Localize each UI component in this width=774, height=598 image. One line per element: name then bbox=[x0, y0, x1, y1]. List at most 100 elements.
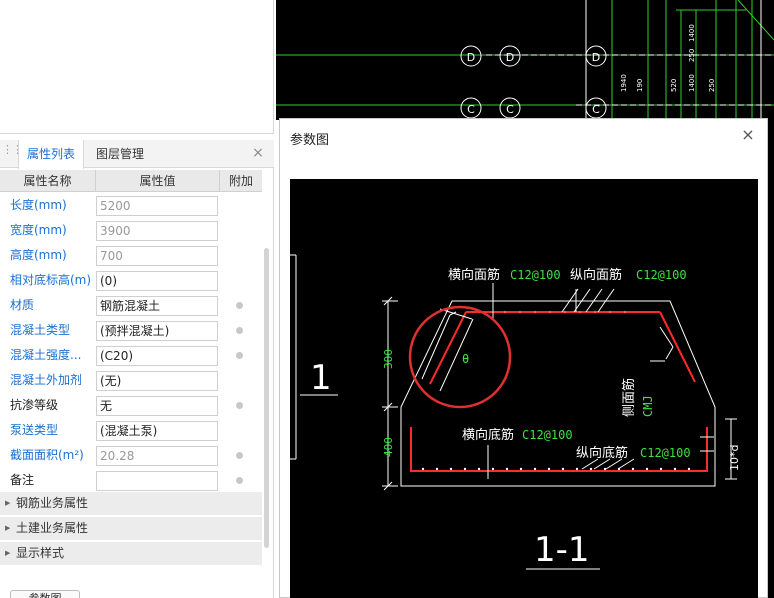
property-table-header: 属性名称 属性值 附加 bbox=[0, 170, 262, 192]
parameter-drawing-svg: 1 300 400 10*d bbox=[290, 254, 741, 570]
label-top-longitudinal: 纵向面筋 bbox=[570, 267, 622, 283]
label-bottom-transverse-spec: C12@100 bbox=[522, 428, 573, 442]
attach-checkbox[interactable] bbox=[236, 352, 243, 359]
svg-text:1400: 1400 bbox=[688, 24, 696, 42]
svg-text:1940: 1940 bbox=[620, 74, 628, 92]
close-icon[interactable]: × bbox=[741, 125, 755, 144]
property-name: 高度(mm) bbox=[10, 248, 67, 262]
label-side: 侧面筋 bbox=[621, 378, 637, 417]
property-groups: ▶ 钢筋业务属性 ▶ 土建业务属性 ▶ 显示样式 bbox=[0, 492, 262, 567]
top-rebar-right-slope bbox=[659, 311, 696, 383]
svg-text:250: 250 bbox=[688, 49, 696, 62]
table-row: 混凝土类型 (预拌混凝土) bbox=[0, 318, 262, 343]
property-name: 混凝土外加剂 bbox=[10, 373, 83, 387]
group-display-style[interactable]: ▶ 显示样式 bbox=[0, 542, 262, 565]
svg-text:D: D bbox=[592, 51, 600, 64]
property-value-input[interactable] bbox=[96, 471, 218, 491]
property-name: 长度(mm) bbox=[10, 198, 67, 212]
property-value-input[interactable]: 无 bbox=[96, 396, 218, 416]
property-value-input[interactable]: (无) bbox=[96, 371, 218, 391]
property-value-input[interactable]: 5200 bbox=[96, 196, 218, 216]
property-value-input[interactable]: (0) bbox=[96, 271, 218, 291]
label-side-spec: CMJ bbox=[641, 395, 655, 417]
attach-checkbox[interactable] bbox=[236, 302, 243, 309]
tab-property-list[interactable]: 属性列表 bbox=[18, 140, 85, 169]
parameter-diagram-dialog: 参数图 × 1 300 40 bbox=[279, 118, 768, 598]
svg-text:C: C bbox=[467, 103, 475, 116]
cad-drawing: D D D C C C 1940 190 1400 520 1400 250 2… bbox=[276, 0, 774, 120]
table-row: 宽度(mm) 3900 bbox=[0, 218, 262, 243]
section-number-left: 1 bbox=[310, 358, 332, 398]
svg-text:D: D bbox=[467, 51, 475, 64]
property-name: 泵送类型 bbox=[10, 423, 59, 437]
group-civil-properties[interactable]: ▶ 土建业务属性 bbox=[0, 517, 262, 540]
property-name: 相对底标高(m) bbox=[10, 273, 92, 287]
property-value-input[interactable]: (预拌混凝土) bbox=[96, 321, 218, 341]
grid-bubble-d1 bbox=[460, 45, 482, 67]
bottom-rebar bbox=[410, 427, 708, 472]
grid-bubble-d2 bbox=[499, 45, 521, 67]
svg-text:D: D bbox=[506, 51, 514, 64]
blank-upper-panel bbox=[0, 0, 274, 134]
property-name: 混凝土类型 bbox=[10, 323, 71, 337]
property-name: 混凝土强度... bbox=[10, 348, 82, 362]
property-name: 宽度(mm) bbox=[10, 223, 67, 237]
header-property-name: 属性名称 bbox=[0, 170, 96, 192]
panel-scrollbar[interactable] bbox=[262, 248, 270, 598]
property-name: 材质 bbox=[10, 298, 35, 312]
label-bottom-longitudinal: 纵向底筋 bbox=[576, 445, 628, 461]
table-row: 泵送类型 (混凝土泵) bbox=[0, 418, 262, 443]
dim-10d: 10*d bbox=[728, 445, 741, 471]
angle-mark: θ bbox=[462, 352, 469, 366]
properties-panel: ⋮⋮ 属性列表 图层管理 × 属性名称 属性值 附加 长度(mm) 5200 宽… bbox=[0, 140, 274, 598]
highlight-circle bbox=[408, 305, 512, 409]
table-row: 混凝土外加剂 (无) bbox=[0, 368, 262, 393]
property-value-input[interactable]: 20.28 bbox=[96, 446, 218, 466]
dim-300: 300 bbox=[382, 349, 395, 369]
property-value-input[interactable]: (C20) bbox=[96, 346, 218, 366]
attach-checkbox[interactable] bbox=[236, 452, 243, 459]
property-name: 抗渗等级 bbox=[10, 398, 59, 412]
property-value-input[interactable]: 700 bbox=[96, 246, 218, 266]
table-row: 截面面积(m²) 20.28 bbox=[0, 443, 262, 468]
section-title: 1-1 bbox=[534, 530, 590, 570]
group-rebar-properties[interactable]: ▶ 钢筋业务属性 bbox=[0, 492, 262, 515]
table-row: 高度(mm) 700 bbox=[0, 243, 262, 268]
property-value-input[interactable]: (混凝土泵) bbox=[96, 421, 218, 441]
property-value-input[interactable]: 钢筋混凝土 bbox=[96, 296, 218, 316]
expand-triangle-icon: ▶ bbox=[5, 549, 11, 557]
property-name: 备注 bbox=[10, 473, 35, 487]
table-row: 长度(mm) 5200 bbox=[0, 193, 262, 218]
label-bottom-longitudinal-spec: C12@100 bbox=[640, 446, 691, 460]
label-bottom-transverse: 横向底筋 bbox=[462, 427, 514, 443]
scrollbar-thumb[interactable] bbox=[264, 248, 269, 548]
parameter-diagram-button[interactable]: 参数图 bbox=[10, 590, 80, 598]
cap-outline bbox=[400, 300, 716, 487]
panel-tabbar: ⋮⋮ 属性列表 图层管理 × bbox=[0, 140, 274, 169]
expand-triangle-icon: ▶ bbox=[5, 524, 11, 532]
tab-layer-management[interactable]: 图层管理 bbox=[96, 147, 145, 161]
table-row: 抗渗等级 无 bbox=[0, 393, 262, 418]
label-top-transverse: 横向面筋 bbox=[448, 267, 500, 283]
attach-checkbox[interactable] bbox=[236, 402, 243, 409]
table-row: 备注 bbox=[0, 468, 262, 493]
parameter-drawing: 1 300 400 10*d bbox=[290, 179, 758, 598]
header-extra: 附加 bbox=[228, 174, 253, 188]
drag-grip-icon[interactable]: ⋮⋮ bbox=[2, 143, 23, 156]
attach-checkbox[interactable] bbox=[236, 327, 243, 334]
svg-text:520: 520 bbox=[670, 79, 678, 92]
svg-text:C: C bbox=[506, 103, 514, 116]
close-icon[interactable]: × bbox=[252, 145, 264, 161]
property-value-input[interactable]: 3900 bbox=[96, 221, 218, 241]
svg-text:250: 250 bbox=[708, 79, 716, 92]
property-table: 长度(mm) 5200 宽度(mm) 3900 高度(mm) 700 相对底标高… bbox=[0, 193, 262, 493]
attach-checkbox[interactable] bbox=[236, 477, 243, 484]
cad-viewport-edge bbox=[768, 120, 774, 598]
label-top-transverse-spec: C12@100 bbox=[510, 268, 561, 282]
dialog-title: 参数图 bbox=[290, 133, 330, 148]
expand-triangle-icon: ▶ bbox=[5, 499, 11, 507]
table-row: 混凝土强度... (C20) bbox=[0, 343, 262, 368]
cad-viewport[interactable]: D D D C C C 1940 190 1400 520 1400 250 2… bbox=[276, 0, 774, 120]
table-row: 材质 钢筋混凝土 bbox=[0, 293, 262, 318]
label-top-longitudinal-spec: C12@100 bbox=[636, 268, 687, 282]
